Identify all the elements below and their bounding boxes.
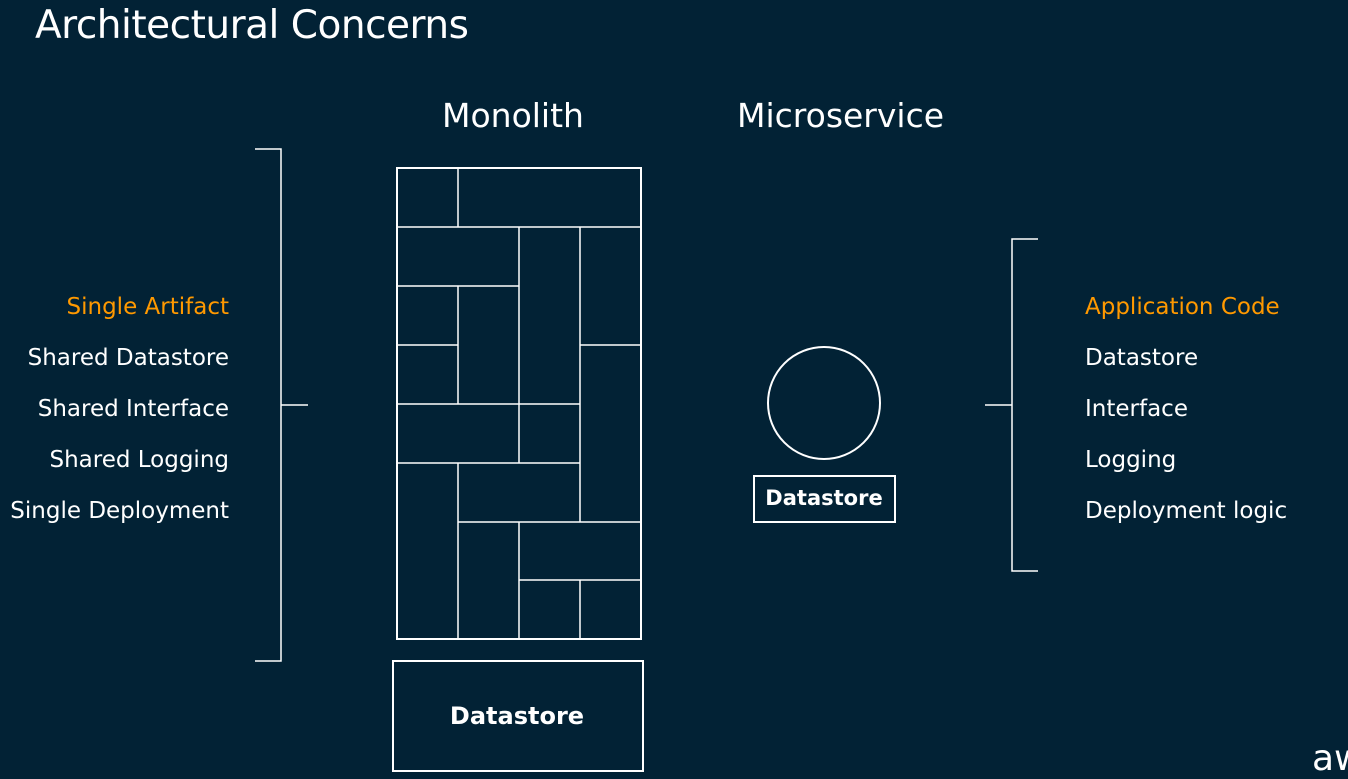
microservice-concerns-list: Application Code Datastore Interface Log… (1085, 282, 1287, 537)
microservice-heading: Microservice (737, 96, 945, 135)
monolith-heading: Monolith (442, 96, 584, 135)
monolith-concerns-list: Single Artifact Shared Datastore Shared … (10, 282, 229, 537)
left-bracket (255, 148, 282, 662)
list-item: Single Artifact (66, 294, 229, 320)
slide-title: Architectural Concerns (35, 3, 469, 48)
list-item: Application Code (1085, 294, 1280, 320)
list-item: Interface (1085, 396, 1188, 422)
monolith-datastore-box (392, 660, 644, 772)
right-bracket (1011, 238, 1038, 572)
list-item: Shared Interface (37, 396, 229, 422)
list-item: Datastore (1085, 345, 1199, 371)
microservice-circle (767, 346, 881, 460)
brand-logo: aw (1312, 738, 1348, 779)
microservice-datastore-box (753, 475, 896, 523)
monolith-partitions (397, 168, 641, 639)
list-item: Shared Logging (49, 447, 229, 473)
monolith-datastore-label: Datastore (449, 702, 585, 730)
list-item: Shared Datastore (27, 345, 229, 371)
list-item: Deployment logic (1085, 498, 1288, 524)
list-item: Single Deployment (10, 498, 229, 524)
microservice-datastore-label: Datastore (765, 486, 883, 510)
list-item: Logging (1085, 447, 1177, 473)
